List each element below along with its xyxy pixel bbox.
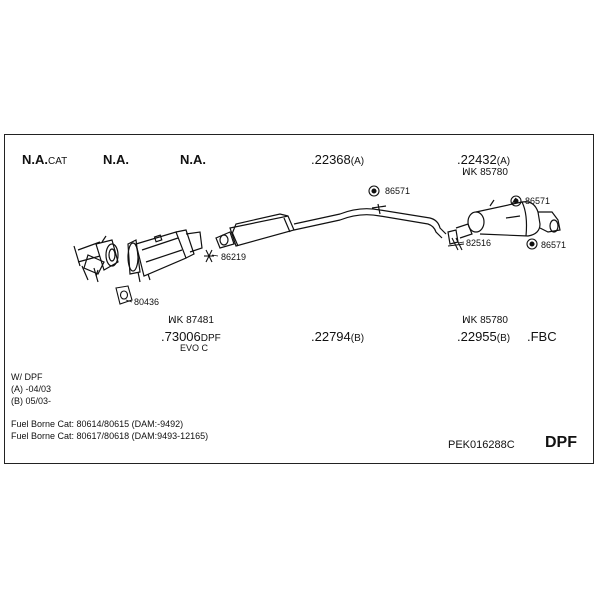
fuel-cat-notes: Fuel Borne Cat: 80614/80615 (DAM:-9492) … bbox=[11, 418, 208, 442]
rubber-hanger-icon bbox=[368, 185, 538, 250]
label-86571-r1: 86571 bbox=[525, 196, 551, 206]
mounting-strap-icon bbox=[447, 237, 465, 251]
label-22368: .22368(A) bbox=[311, 153, 364, 167]
note-fuel-cat-1: Fuel Borne Cat: 80614/80615 (DAM:-9492) bbox=[11, 419, 184, 429]
clamp-icon bbox=[204, 249, 214, 263]
part-73006: .73006 bbox=[161, 329, 201, 344]
flange-gasket-icon bbox=[115, 285, 133, 305]
part-22432-suffix: (A) bbox=[496, 156, 511, 167]
label-82516: 82516 bbox=[466, 238, 492, 248]
label-mk85780-bottom: ꟽK 85780 bbox=[462, 315, 508, 326]
label-22955: .22955(B) bbox=[457, 330, 510, 344]
label-evo-c: EVO C bbox=[180, 343, 209, 353]
part-22794-suffix: (B) bbox=[350, 333, 365, 344]
label-mk87481: ꟽK 87481 bbox=[168, 315, 214, 326]
rear-silencer bbox=[447, 197, 561, 245]
label-86571-mid: 86571 bbox=[385, 186, 411, 196]
label-22794: .22794(B) bbox=[311, 330, 364, 344]
notes-block: W/ DPF (A) -04/03 (B) 05/03- bbox=[11, 371, 51, 407]
label-22432: .22432(A) bbox=[457, 153, 510, 167]
na-cat-main: N.A. bbox=[22, 152, 48, 167]
label-mk85780-top: ꟽK 85780 bbox=[462, 167, 508, 178]
label-73006: .73006DPF bbox=[161, 330, 221, 344]
label-fbc: .FBC bbox=[527, 329, 557, 344]
label-86219: 86219 bbox=[221, 252, 247, 262]
label-na-cat: N.A.CAT bbox=[22, 153, 67, 167]
part-22432: .22432 bbox=[457, 152, 497, 167]
dpf-catalyst bbox=[127, 229, 203, 283]
part-73006-suffix: DPF bbox=[200, 333, 221, 344]
kit-type: DPF bbox=[545, 434, 577, 451]
diagram-frame bbox=[4, 134, 594, 464]
label-80436: 80436 bbox=[134, 297, 160, 307]
note-a: (A) -04/03 bbox=[11, 384, 52, 395]
front-pipe bbox=[73, 235, 119, 283]
note-dpf: W/ DPF bbox=[11, 372, 43, 382]
label-86571-r2: 86571 bbox=[541, 240, 567, 250]
part-22368-suffix: (A) bbox=[350, 156, 365, 167]
note-fuel-cat-2: Fuel Borne Cat: 80617/80618 (DAM:9493-12… bbox=[11, 431, 209, 442]
part-22794: .22794 bbox=[311, 329, 351, 344]
part-22368: .22368 bbox=[311, 152, 351, 167]
leader-lines bbox=[125, 241, 465, 303]
part-22955-suffix: (B) bbox=[496, 333, 511, 344]
kit-code: PEK016288C bbox=[448, 439, 515, 451]
note-b: (B) 05/03- bbox=[11, 396, 52, 407]
na-cat-suffix: CAT bbox=[48, 156, 68, 167]
label-na-1: N.A. bbox=[103, 152, 129, 167]
center-silencer bbox=[215, 203, 447, 249]
part-22955: .22955 bbox=[457, 329, 497, 344]
label-na-2: N.A. bbox=[180, 152, 206, 167]
